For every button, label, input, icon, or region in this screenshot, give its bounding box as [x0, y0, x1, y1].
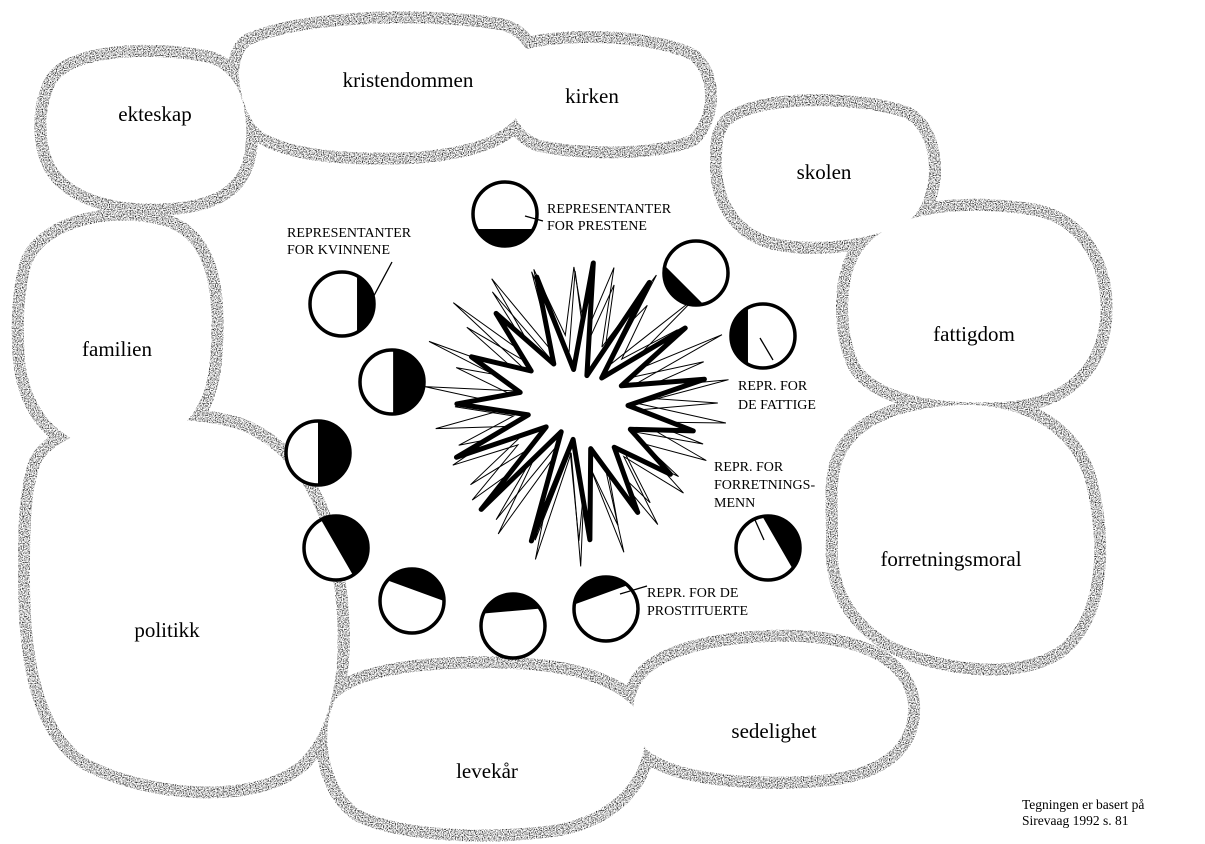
rep-circle-c9	[481, 594, 545, 658]
topic-familien: familien	[82, 337, 152, 361]
credit-line-2: Sirevaag 1992 s. 81	[1022, 813, 1202, 829]
rep-circle-c5	[360, 350, 424, 414]
note-fattige: REPR. FOR DE FATTIGE	[738, 379, 816, 413]
topic-forretningsmoral: forretningsmoral	[880, 547, 1021, 571]
credit-line-1: Tegningen er basert på	[1022, 797, 1202, 813]
rep-circle-fill	[318, 421, 350, 485]
topic-ekteskap: ekteskap	[118, 102, 191, 126]
topic-sedelighet: sedelighet	[731, 719, 816, 743]
topic-kirken: kirken	[565, 84, 619, 108]
rep-circle-fattige	[731, 304, 795, 368]
source-credit: Tegningen er basert på Sirevaag 1992 s. …	[1022, 797, 1202, 829]
rep-circle-fill	[731, 308, 748, 365]
note-forretning: REPR. FOR FORRETNINGS- MENN	[714, 460, 819, 511]
topic-kristendommen: kristendommen	[343, 68, 474, 92]
rep-circle-forretning	[736, 516, 800, 580]
rep-circle-fill	[477, 229, 534, 246]
rep-circle-c2	[664, 241, 728, 305]
note-kvinnene: REPRESENTANTER FOR KVINNENE	[287, 226, 415, 258]
note-prestene: REPRESENTANTER FOR PRESTENE	[547, 202, 675, 234]
topic-levekar: levekår	[456, 759, 518, 783]
topic-politikk: politikk	[134, 618, 200, 642]
rep-circle-fill	[357, 276, 374, 333]
topic-skolen: skolen	[797, 160, 852, 184]
rep-circle-fill	[393, 350, 424, 414]
rep-circle-c8	[380, 569, 444, 633]
rep-circle-c6	[286, 421, 350, 485]
note-prostituerte: REPR. FOR DE PROSTITUERTE	[647, 586, 748, 619]
rep-circle-prestene	[473, 182, 537, 246]
center-burst-drawing	[425, 263, 729, 566]
topic-fattigdom: fattigdom	[933, 322, 1015, 346]
rep-circle-kvinnene	[310, 272, 374, 336]
rep-circle-prostituerte	[574, 577, 638, 641]
rep-circle-c7	[304, 516, 368, 580]
